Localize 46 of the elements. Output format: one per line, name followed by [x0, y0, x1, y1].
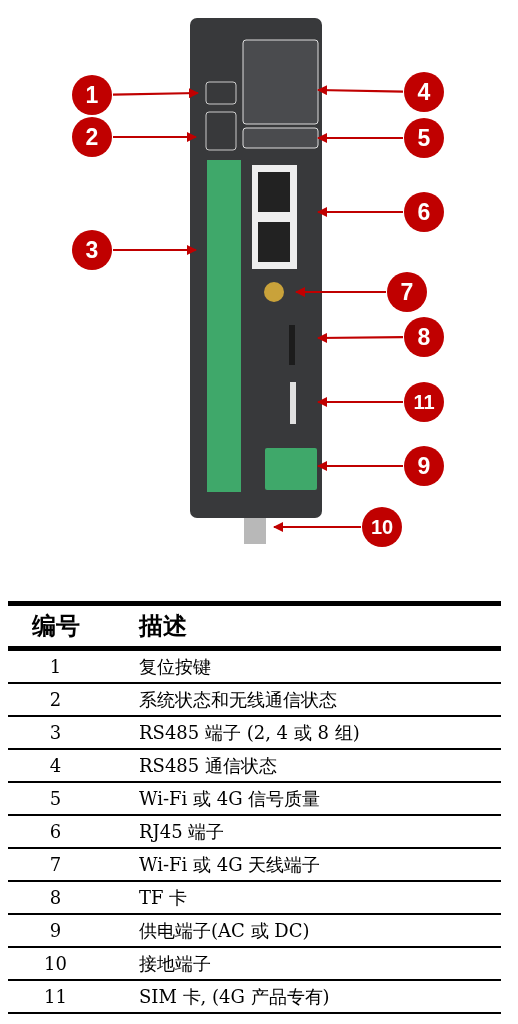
table-cell: 11	[8, 980, 103, 1013]
callout-number: 3	[72, 230, 112, 270]
table-cell: 3	[8, 716, 103, 749]
table-cell: 9	[8, 914, 103, 947]
leader-arrow	[113, 132, 197, 142]
table-cell: 10	[8, 947, 103, 980]
table-cell: Wi-Fi 或 4G 信号质量	[103, 782, 501, 815]
callout-number: 11	[404, 382, 444, 422]
callout-number: 10	[362, 507, 402, 547]
leader-arrow	[317, 85, 403, 96]
table-cell: 5	[8, 782, 103, 815]
table-cell: 系统状态和无线通信状态	[103, 683, 501, 716]
callout-number: 2	[72, 117, 112, 157]
leader-arrow	[317, 461, 403, 471]
column-header: 编号	[8, 603, 103, 649]
table-cell: 供电端子(AC 或 DC)	[103, 914, 501, 947]
leader-arrow	[273, 522, 361, 532]
table-cell: 复位按键	[103, 648, 501, 683]
callout-number: 1	[72, 75, 112, 115]
table-cell: 6	[8, 815, 103, 848]
leader-arrow	[317, 133, 403, 143]
leader-arrow	[317, 332, 403, 343]
table-cell: 1	[8, 648, 103, 683]
leader-arrow	[317, 397, 403, 407]
table-cell: 4	[8, 749, 103, 782]
table-cell: 7	[8, 848, 103, 881]
table-cell: 2	[8, 683, 103, 716]
column-header: 描述	[103, 603, 501, 649]
table-cell: RS485 端子 (2, 4 或 8 组)	[103, 716, 501, 749]
table-cell: RJ45 端子	[103, 815, 501, 848]
leader-arrow	[113, 245, 197, 255]
callout-number: 5	[404, 118, 444, 158]
callout-number: 4	[404, 72, 444, 112]
leader-arrow	[113, 88, 199, 99]
leader-arrow	[317, 207, 403, 217]
table-cell: 接地端子	[103, 947, 501, 980]
table-cell: SIM 卡, (4G 产品专有)	[103, 980, 501, 1013]
callout-number: 7	[387, 272, 427, 312]
callout-number: 9	[404, 446, 444, 486]
table-cell: 8	[8, 881, 103, 914]
callout-number: 6	[404, 192, 444, 232]
table-cell: TF 卡	[103, 881, 501, 914]
leader-arrow	[295, 287, 386, 297]
table-cell: Wi-Fi 或 4G 天线端子	[103, 848, 501, 881]
table-cell: RS485 通信状态	[103, 749, 501, 782]
callout-number: 8	[404, 317, 444, 357]
